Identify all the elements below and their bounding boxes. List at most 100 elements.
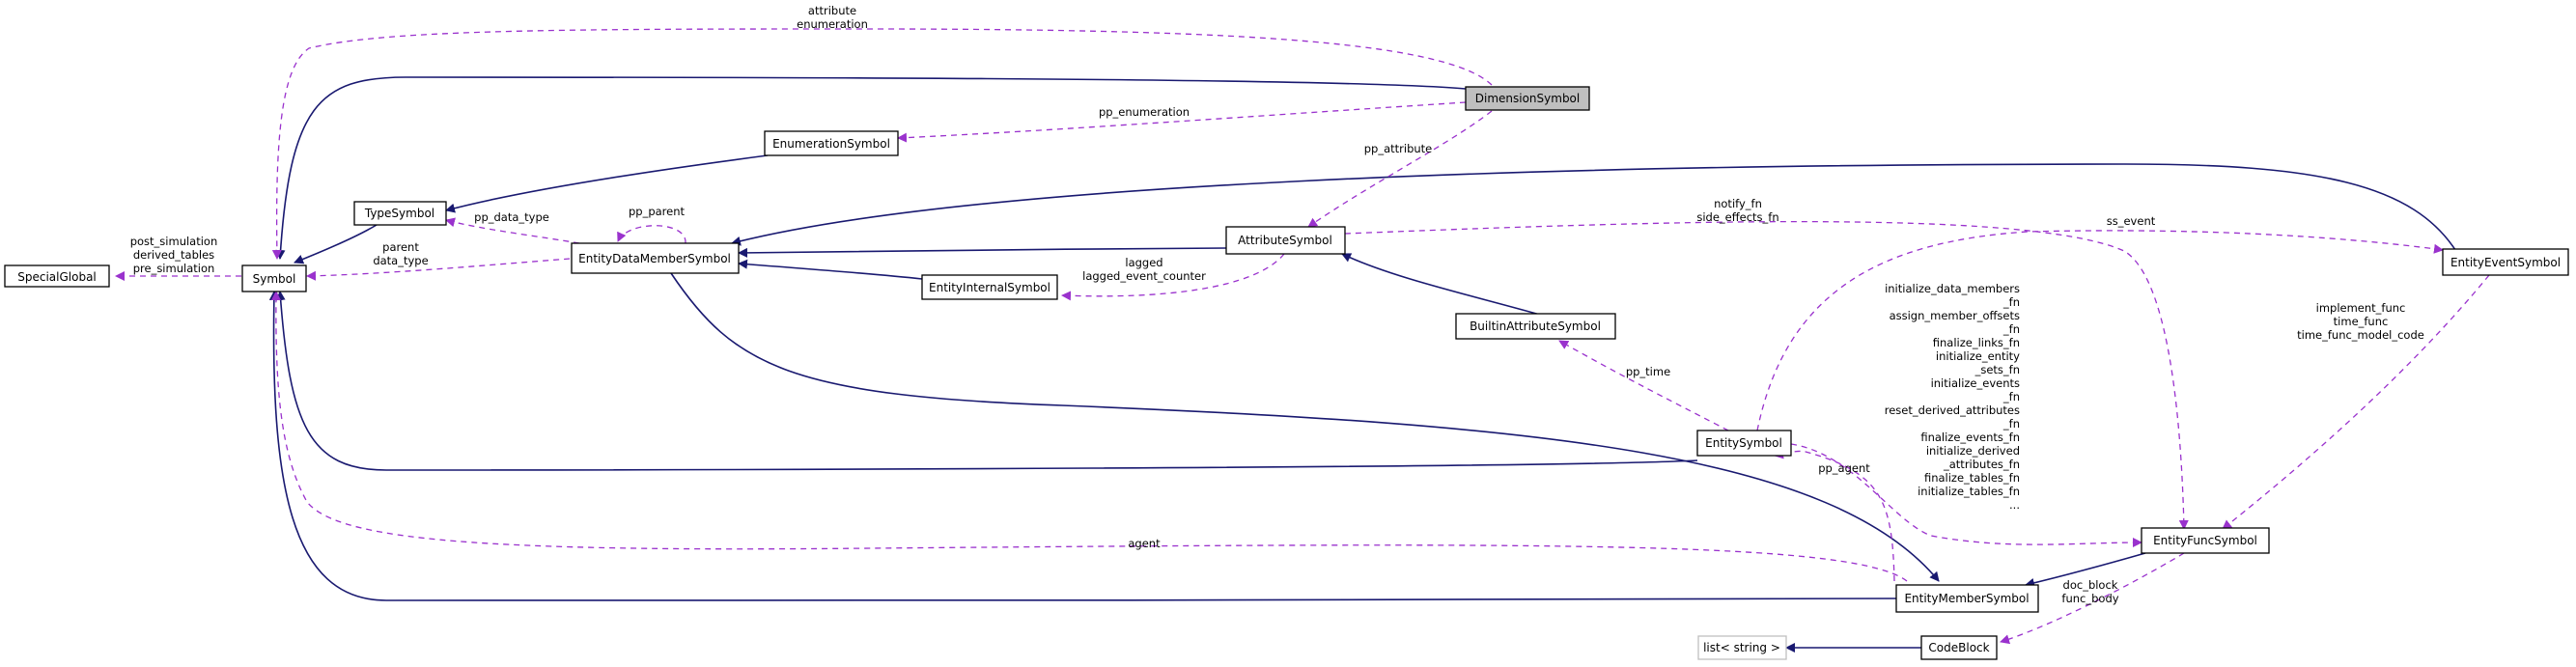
edge-builtin-to-attribute (1341, 253, 1541, 316)
node-entity-internal-symbol-label: EntityInternalSymbol (929, 281, 1050, 294)
edge-label-line: attribute (808, 4, 856, 17)
edge-entity-to-symbol (275, 291, 1698, 471)
node-entity-func-symbol[interactable]: EntityFuncSymbol (2141, 527, 2270, 554)
edge-label-line: pp_agent (1818, 461, 1870, 475)
edge-func-doc-block (2000, 552, 2185, 645)
edge-label-line: initialize_events (1931, 376, 2020, 390)
label-pp-data-type: pp_data_type (474, 210, 549, 224)
inheritance-edges (268, 76, 2458, 653)
edge-dimension-to-symbol (275, 76, 1467, 260)
node-dimension-symbol[interactable]: DimensionSymbol (1465, 86, 1590, 111)
node-entity-symbol-label: EntitySymbol (1705, 436, 1782, 450)
edge-label-line: pp_data_type (474, 210, 549, 224)
edge-label-line: agent (1128, 537, 1161, 550)
edge-entity-pp-time (1558, 340, 1729, 431)
usage-edges (115, 28, 2490, 645)
node-code-block[interactable]: CodeBlock (1920, 635, 1998, 660)
node-entity-event-symbol[interactable]: EntityEventSymbol (2442, 248, 2569, 276)
edge-label-line: _fn (2002, 390, 2020, 403)
node-type-symbol[interactable]: TypeSymbol (353, 201, 447, 226)
label-pp-attribute: pp_attribute (1364, 142, 1433, 155)
edge-attribute-to-datamember (738, 247, 1227, 258)
edge-label-line: doc_block (2063, 578, 2118, 592)
edge-label-line: lagged_event_counter (1082, 269, 1206, 283)
node-special-global-label: SpecialGlobal (17, 270, 97, 284)
node-enumeration-symbol-label: EnumerationSymbol (772, 137, 890, 151)
edge-label-line: _sets_fn (1974, 363, 2020, 376)
edge-event-to-datamember (731, 163, 2458, 254)
edge-event-implement-func (2222, 274, 2490, 530)
edge-label-line: ss_event (2107, 214, 2156, 228)
node-list-string-label: list< string > (1703, 641, 1780, 654)
edge-label-line: post_simulation (130, 235, 218, 248)
edge-member-to-symbol (268, 291, 1898, 601)
node-builtin-attribute-symbol[interactable]: BuiltinAttributeSymbol (1455, 313, 1616, 340)
edge-label-line: notify_fn (1714, 197, 1762, 210)
edge-label-line: derived_tables (133, 248, 214, 262)
edge-label-line: initialize_derived (1926, 444, 2020, 458)
nodes: SpecialGlobal Symbol TypeSymbol Enumerat… (4, 86, 2569, 660)
node-symbol[interactable]: Symbol (241, 264, 307, 292)
edge-label-line: pp_attribute (1364, 142, 1433, 155)
edge-label-line: initialize_entity (1936, 349, 2020, 363)
edge-label-line: assign_member_offsets (1890, 309, 2020, 322)
node-enumeration-symbol[interactable]: EnumerationSymbol (764, 130, 899, 156)
node-entity-data-member-symbol[interactable]: EntityDataMemberSymbol (571, 242, 740, 274)
node-code-block-label: CodeBlock (1928, 641, 1989, 654)
edge-label-line: initialize_data_members (1885, 282, 2020, 295)
node-entity-symbol[interactable]: EntitySymbol (1696, 430, 1792, 457)
edge-label-line: _fn (2002, 295, 2020, 309)
edge-label-line: side_effects_fn (1696, 210, 1778, 224)
edge-label-line: implement_func (2316, 301, 2406, 315)
edge-enumeration-to-type (445, 154, 769, 213)
edge-label-line: parent (382, 240, 419, 254)
node-attribute-symbol[interactable]: AttributeSymbol (1225, 226, 1346, 255)
edge-entity-ss-event (1756, 230, 2444, 431)
edge-label-line: finalize_tables_fn (1924, 471, 2020, 485)
label-pp-enumeration: pp_enumeration (1099, 105, 1190, 119)
node-dimension-symbol-label: DimensionSymbol (1475, 92, 1581, 105)
edge-attribute-lagged (1061, 253, 1285, 301)
edge-type-to-symbol (294, 224, 378, 264)
edge-member-agent (270, 291, 1908, 582)
node-symbol-label: Symbol (253, 272, 296, 286)
edge-dimension-pp-enumeration (897, 101, 1467, 143)
node-type-symbol-label: TypeSymbol (364, 207, 434, 220)
edge-label-line: finalize_events_fn (1920, 431, 2020, 444)
edge-label-line: _attributes_fn (1943, 458, 2020, 471)
node-entity-func-symbol-label: EntityFuncSymbol (2153, 534, 2257, 547)
label-pp-parent: pp_parent (629, 205, 686, 218)
edge-label-line: initialize_tables_fn (1918, 485, 2020, 498)
node-special-global[interactable]: SpecialGlobal (4, 264, 110, 288)
edge-internal-to-datamember (738, 259, 923, 280)
label-ss-event: ss_event (2107, 214, 2156, 228)
edge-label-line: _fn (2002, 322, 2020, 336)
edge-label-line: pp_time (1626, 365, 1670, 378)
node-entity-data-member-symbol-label: EntityDataMemberSymbol (578, 252, 731, 265)
node-entity-member-symbol[interactable]: EntityMemberSymbol (1895, 584, 2039, 613)
node-builtin-attribute-symbol-label: BuiltinAttributeSymbol (1470, 320, 1601, 333)
edge-label-line: pp_enumeration (1099, 105, 1190, 119)
label-agent: agent (1128, 537, 1161, 550)
edge-label-line: func_body (2061, 592, 2118, 605)
edge-dimension-pp-attribute (1307, 110, 1493, 228)
node-list-string[interactable]: list< string > (1697, 635, 1787, 660)
node-entity-member-symbol-label: EntityMemberSymbol (1904, 592, 2029, 605)
node-entity-internal-symbol[interactable]: EntityInternalSymbol (921, 274, 1058, 300)
label-pp-agent: pp_agent (1818, 461, 1870, 475)
edge-entity-init-fns (1790, 443, 2142, 548)
edge-datamember-to-member (670, 272, 1940, 582)
edge-label-line: finalize_links_fn (1933, 336, 2020, 349)
edge-label-line: reset_derived_attributes (1885, 403, 2020, 417)
edge-label-line: pre_simulation (133, 262, 215, 275)
edge-label-line: enumeration (797, 17, 868, 31)
